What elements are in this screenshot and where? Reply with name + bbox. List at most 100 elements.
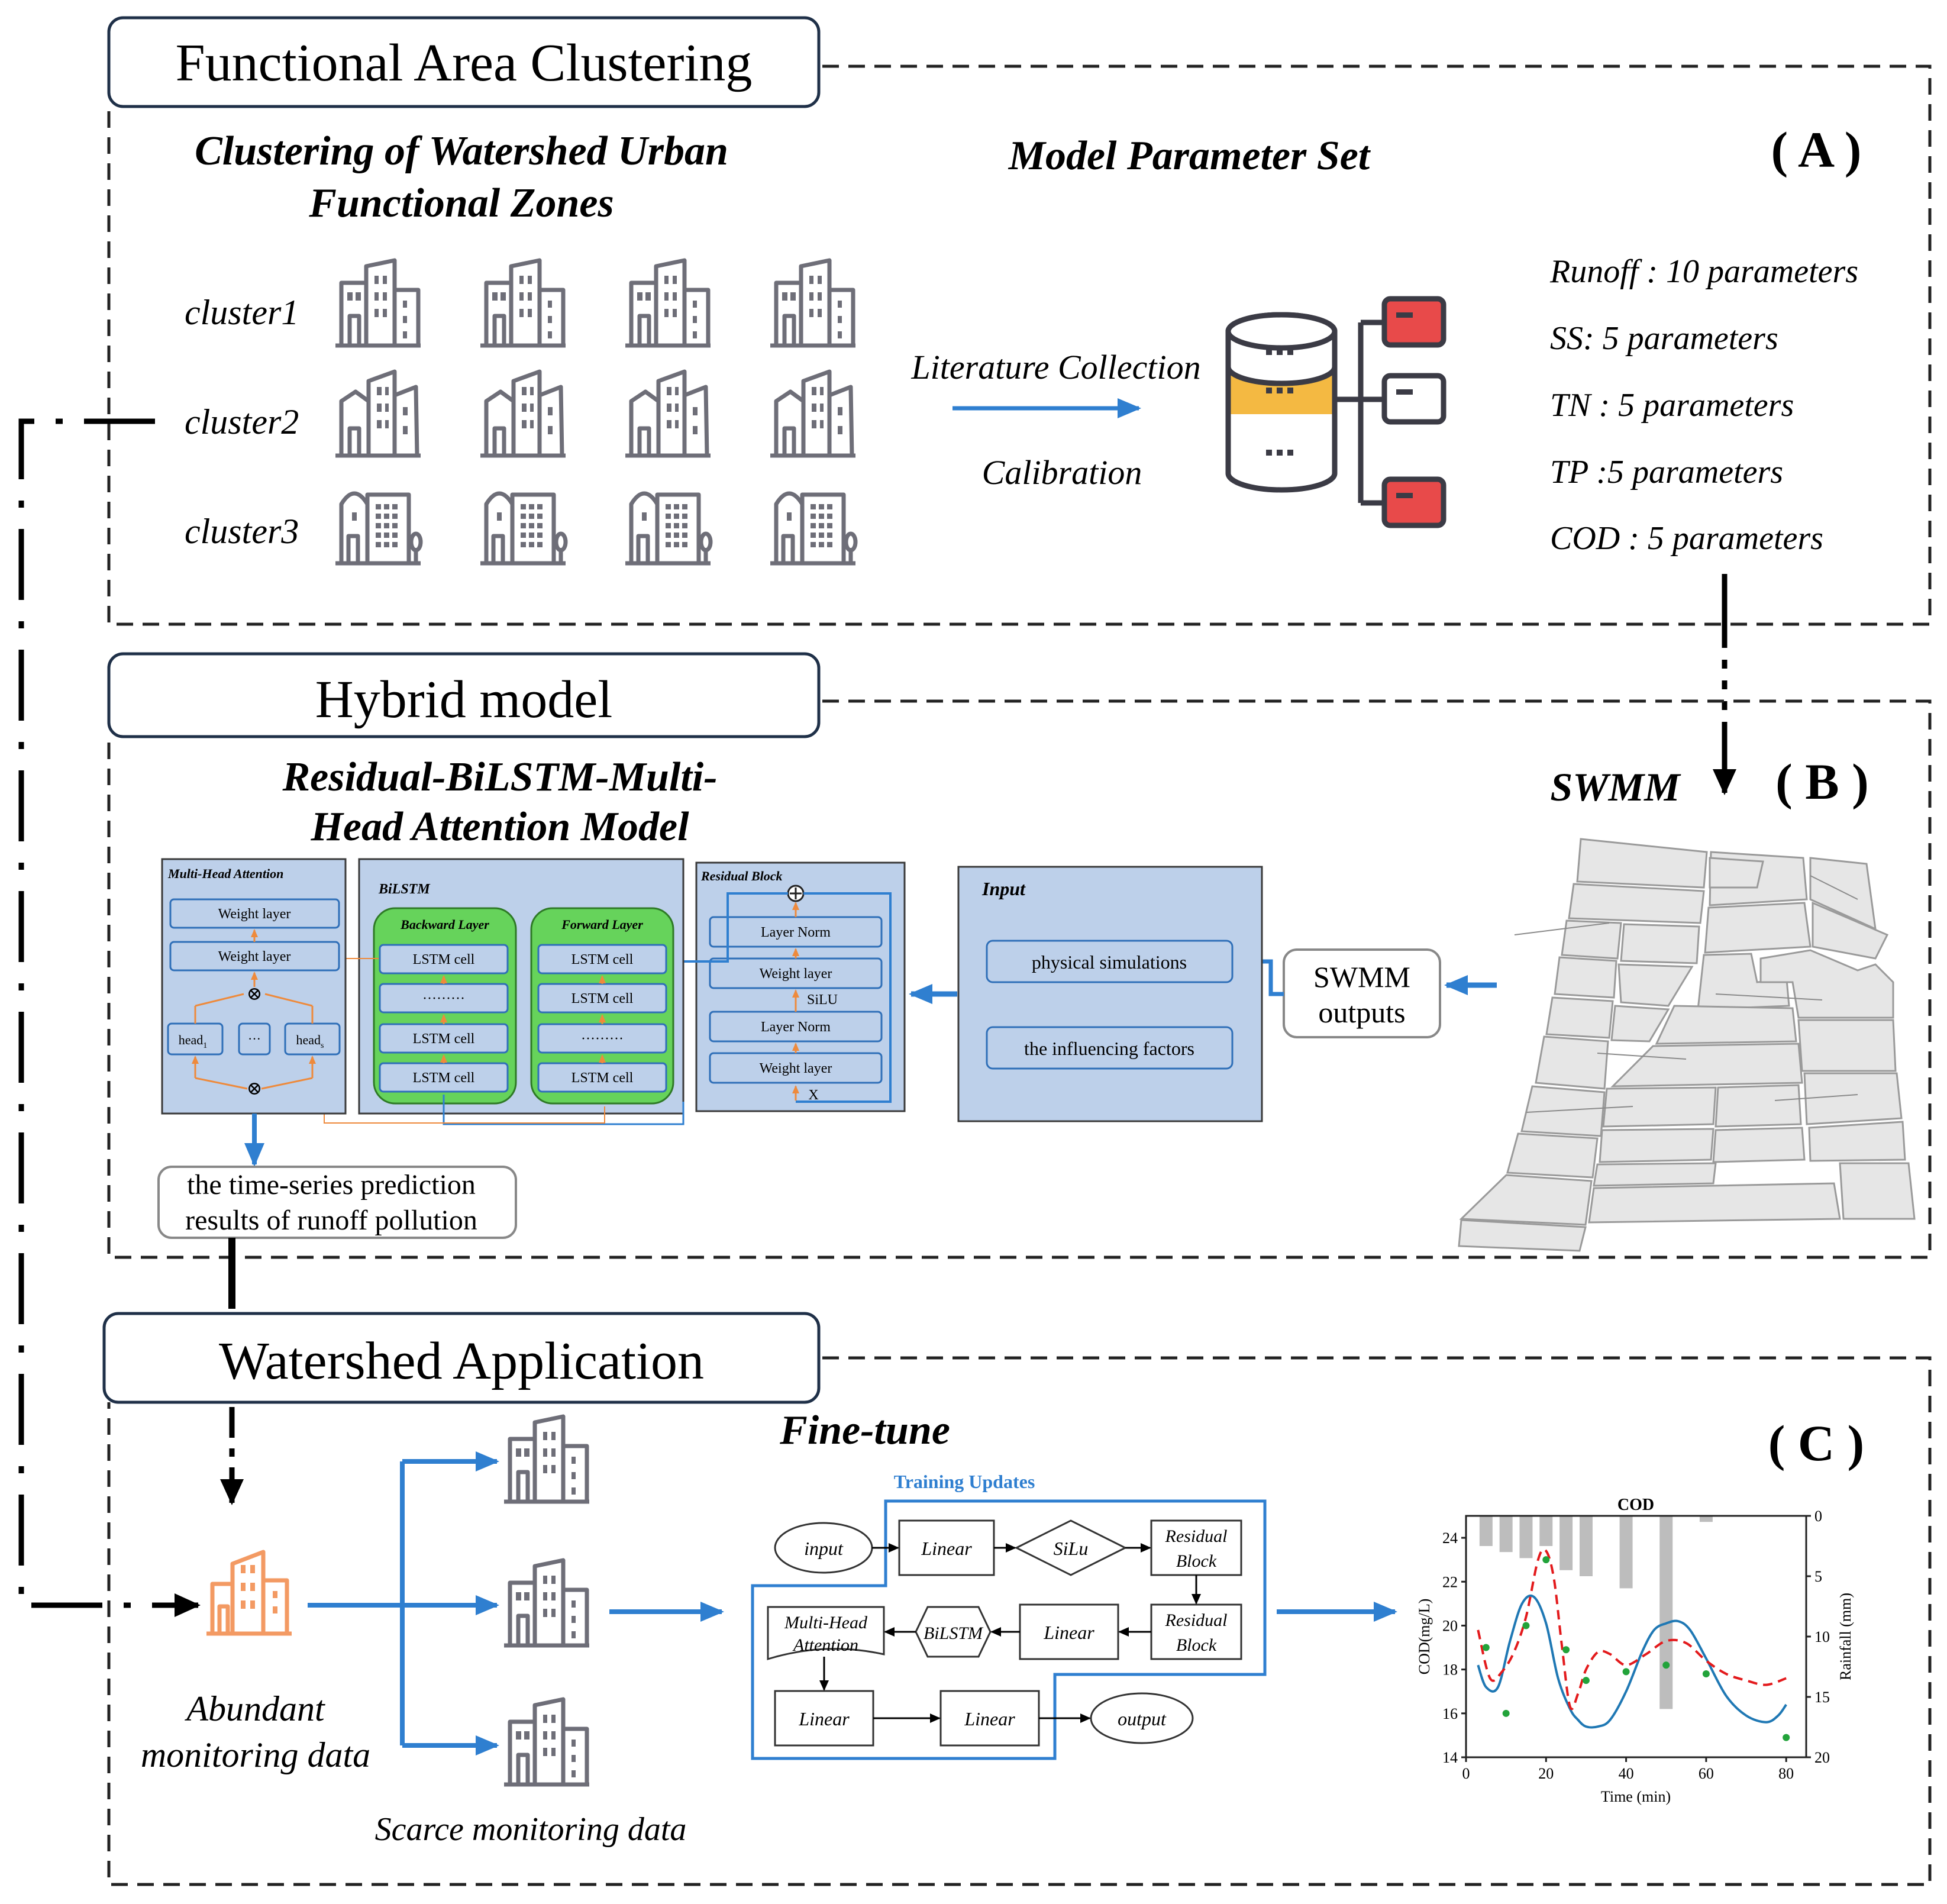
mha-weight-layer-1-label: Weight layer (218, 906, 291, 922)
forward-lstm-cell-2-label: LSTM cell (571, 991, 634, 1006)
x-tick-label: 80 (1778, 1765, 1794, 1782)
residual-weight-layer-bottom-label: Weight layer (760, 1061, 832, 1076)
building-icon (625, 260, 711, 346)
abundant-label-line1: Abundant (184, 1689, 325, 1728)
rainfall-bar (1619, 1516, 1633, 1589)
forward-layer-title: Forward Layer (561, 917, 643, 932)
y-tick-label: 22 (1442, 1573, 1458, 1590)
flow-linear-4 (939, 1690, 1040, 1747)
section-a: Functional Area Clustering ( A ) Cluster… (107, 16, 1932, 626)
y-tick-label: 20 (1442, 1617, 1458, 1634)
rainfall-bar (1559, 1516, 1573, 1570)
bilstm-title: BiLSTM (378, 882, 431, 897)
influencing-factors-label: the influencing factors (1024, 1038, 1194, 1059)
chart-rainfall-bars (1479, 1516, 1713, 1709)
flow-mha-line1: Multi-Head (784, 1613, 868, 1632)
model-name-line1: Residual-BiLSTM-Multi- (282, 754, 717, 800)
prediction-results-line2: results of runoff pollution (185, 1205, 477, 1236)
scarce-building-icon-2 (504, 1560, 589, 1645)
param-tp: TP :5 parameters (1550, 454, 1783, 490)
residual-layer-norm-bottom-label: Layer Norm (761, 1019, 831, 1035)
flow-mha-node (767, 1606, 885, 1661)
flow-linear-3-label: Linear (798, 1708, 850, 1729)
swmm-catchment-map (1458, 838, 1916, 1252)
influencing-factors-box (986, 1026, 1234, 1070)
input-panel-title: Input (981, 878, 1026, 899)
residual-skip-connection (796, 892, 892, 1103)
series-line-dashed (1477, 1548, 1787, 1711)
observed-point (1562, 1646, 1570, 1654)
y2-tick-label: 10 (1814, 1628, 1830, 1645)
mha-weight-layer-1 (169, 898, 340, 929)
y-tick-label: 18 (1442, 1661, 1458, 1679)
section-a-title-box (107, 16, 821, 108)
swmm-links (1514, 875, 1858, 1113)
section-a-border (107, 64, 1932, 626)
flow-input-label: input (804, 1538, 844, 1559)
building-icon (335, 260, 421, 346)
calibration-label: Calibration (982, 453, 1142, 492)
chart-observed-points (1482, 1556, 1790, 1741)
observed-point (1542, 1556, 1550, 1564)
x-tick-label: 40 (1619, 1765, 1634, 1782)
mha-head-dots-label: ··· (248, 1031, 261, 1046)
flow-linear-2 (1019, 1603, 1119, 1660)
flow-residual-1-line1: Residual (1165, 1527, 1228, 1546)
parameter-set-heading: Model Parameter Set (1008, 133, 1371, 179)
rainfall-bar (1479, 1516, 1493, 1546)
section-a-title: Functional Area Clustering (176, 34, 753, 92)
backward-lstm-cell-1-label: LSTM cell (413, 952, 475, 967)
multi-head-attention-title: Multi-Head Attention (167, 866, 283, 881)
training-updates-region (751, 1499, 1267, 1760)
observed-point (1662, 1661, 1670, 1669)
rainfall-bar (1539, 1516, 1553, 1546)
mha-head-dots (238, 1022, 271, 1056)
section-c-border (107, 1356, 1932, 1886)
flow-residual-2-line2: Block (1176, 1635, 1217, 1655)
database-icon (1225, 296, 1446, 528)
flow-residual-2 (1150, 1603, 1242, 1660)
physical-simulations-label: physical simulations (1032, 951, 1187, 973)
section-b-title-box (107, 652, 821, 738)
flow-residual-2-line1: Residual (1165, 1611, 1228, 1630)
rainfall-bar (1699, 1516, 1713, 1522)
mha-head-s-label: heads (296, 1032, 324, 1050)
param-ss: SS: 5 parameters (1550, 320, 1778, 357)
building-icon (335, 372, 421, 456)
backward-dots: ········· (422, 991, 465, 1006)
flow-silu-label: SiLu (1054, 1538, 1089, 1559)
swmm-outputs-line1: SWMM (1313, 960, 1410, 993)
flow-bilstm-label: BiLSTM (924, 1624, 984, 1643)
y2-tick-label: 15 (1814, 1689, 1830, 1706)
rainfall-bar (1579, 1516, 1593, 1576)
mha-weight-layer-2-label: Weight layer (218, 949, 291, 964)
section-c-title-box (102, 1312, 821, 1404)
abundant-label-line2: monitoring data (141, 1735, 370, 1774)
scarce-building-icon-1 (504, 1416, 589, 1502)
prediction-results-line1: the time-series prediction (187, 1169, 476, 1201)
section-b: Hybrid model ( B ) Residual-BiLSTM-Multi… (107, 652, 1932, 1259)
section-c: Watershed Application ( C ) Fine-tune Ab… (102, 1312, 1932, 1886)
clustering-subtitle-line2: Functional Zones (308, 180, 614, 226)
cluster3-label: cluster3 (185, 512, 299, 551)
building-icon (770, 260, 855, 346)
backward-layer-title: Backward Layer (400, 917, 489, 932)
flow-linear-3 (774, 1690, 874, 1747)
flow-linear-1 (898, 1519, 995, 1576)
residual-block-title: Residual Block (700, 869, 783, 883)
chart-title: COD (1617, 1496, 1654, 1514)
cluster-to-application-link (18, 418, 201, 1617)
series-line-solid (1477, 1594, 1787, 1729)
building-icon (480, 372, 566, 456)
x-tick-label: 0 (1462, 1765, 1470, 1782)
residual-layer-norm-top-label: Layer Norm (761, 925, 831, 940)
swmm-label: SWMM (1550, 764, 1681, 809)
y2-tick-label: 0 (1814, 1508, 1822, 1525)
rainfall-bar (1519, 1516, 1533, 1558)
scarce-building-icon-3 (504, 1699, 589, 1784)
cluster2-buildings (335, 372, 855, 456)
y-tick-label: 24 (1442, 1529, 1458, 1547)
